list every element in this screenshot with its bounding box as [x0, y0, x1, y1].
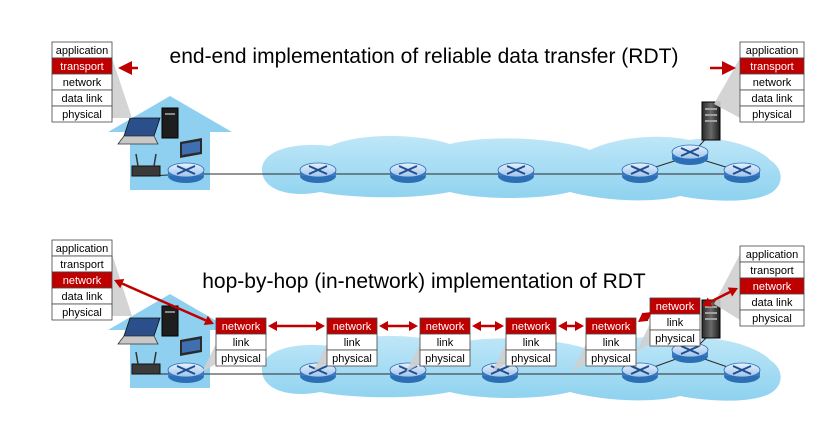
router-icon: [390, 163, 426, 183]
router-icon: [168, 363, 204, 383]
stack-layer-label: network: [753, 77, 792, 89]
router-layer-label: physical: [591, 353, 631, 365]
router-layer-label: physical: [425, 353, 465, 365]
hop-arrow: [472, 321, 504, 331]
stack-layer-label: data link: [62, 93, 103, 105]
stack-layer-label: physical: [62, 109, 102, 121]
router-layer-label: physical: [655, 333, 695, 345]
router-layer-label: physical: [511, 353, 551, 365]
router-icon: [622, 163, 658, 183]
router-layer-label: link: [233, 337, 250, 349]
router-layer-label: link: [667, 317, 684, 329]
router-layer-label: network: [656, 301, 695, 313]
protocol-stack-host-right: application transport network data link phys…: [740, 42, 804, 122]
router-layer-label: link: [437, 337, 454, 349]
hop-arrow: [379, 321, 418, 331]
hop-arrow: [558, 321, 584, 331]
stack-layer-label: physical: [752, 313, 792, 325]
stack-layer-label: application: [746, 249, 799, 261]
router-icon: [168, 163, 204, 183]
router-layer-label: network: [333, 321, 372, 333]
stack-layer-label: data link: [62, 291, 103, 303]
router-icon: [724, 163, 760, 183]
router-layer-label: network: [592, 321, 631, 333]
router-layer-label: network: [426, 321, 465, 333]
router-layer-label: link: [603, 337, 620, 349]
top-title: end-end implementation of reliable data …: [170, 45, 679, 68]
stack-layer-label: transport: [750, 265, 793, 277]
server-icon: [702, 102, 720, 140]
stack-layer-label: transport: [750, 61, 793, 73]
protocol-stack-host-left: application transport network data link phys…: [52, 42, 112, 122]
stack-layer-label: data link: [752, 297, 793, 309]
stack-layer-label: application: [56, 45, 109, 57]
stack-layer-label: network: [753, 281, 792, 293]
stack-layer-label: physical: [62, 307, 102, 319]
stack-layer-label: network: [63, 275, 102, 287]
stack-layer-label: physical: [752, 109, 792, 121]
router-layer-label: physical: [332, 353, 372, 365]
stack-layer-label: transport: [60, 259, 103, 271]
hop-arrow: [268, 321, 325, 331]
router-icon: [498, 163, 534, 183]
bottom-scene: application transport network data link phys…: [52, 240, 804, 401]
protocol-stack-host-right: application transport network data link phys…: [740, 246, 804, 326]
router-icon: [300, 163, 336, 183]
router-icon: [672, 145, 708, 165]
router-layer-label: link: [523, 337, 540, 349]
stack-layer-label: data link: [752, 93, 793, 105]
router-icon: [724, 363, 760, 383]
router-layer-label: network: [512, 321, 551, 333]
router-layer-label: network: [222, 321, 261, 333]
stack-layer-label: network: [63, 77, 102, 89]
top-scene: application transport network data link phys…: [52, 40, 804, 201]
router-protocol-stack: network link physical: [636, 298, 700, 352]
stack-layer-label: application: [56, 243, 109, 255]
router-layer-label: physical: [221, 353, 261, 365]
stack-layer-label: application: [746, 45, 799, 57]
protocol-stack-host-left: application transport network data link phys…: [52, 240, 112, 320]
router-layer-label: link: [344, 337, 361, 349]
bottom-title: hop-by-hop (in-network) implementation o…: [202, 270, 646, 293]
stack-callout: [112, 254, 132, 316]
stack-layer-label: transport: [60, 61, 103, 73]
